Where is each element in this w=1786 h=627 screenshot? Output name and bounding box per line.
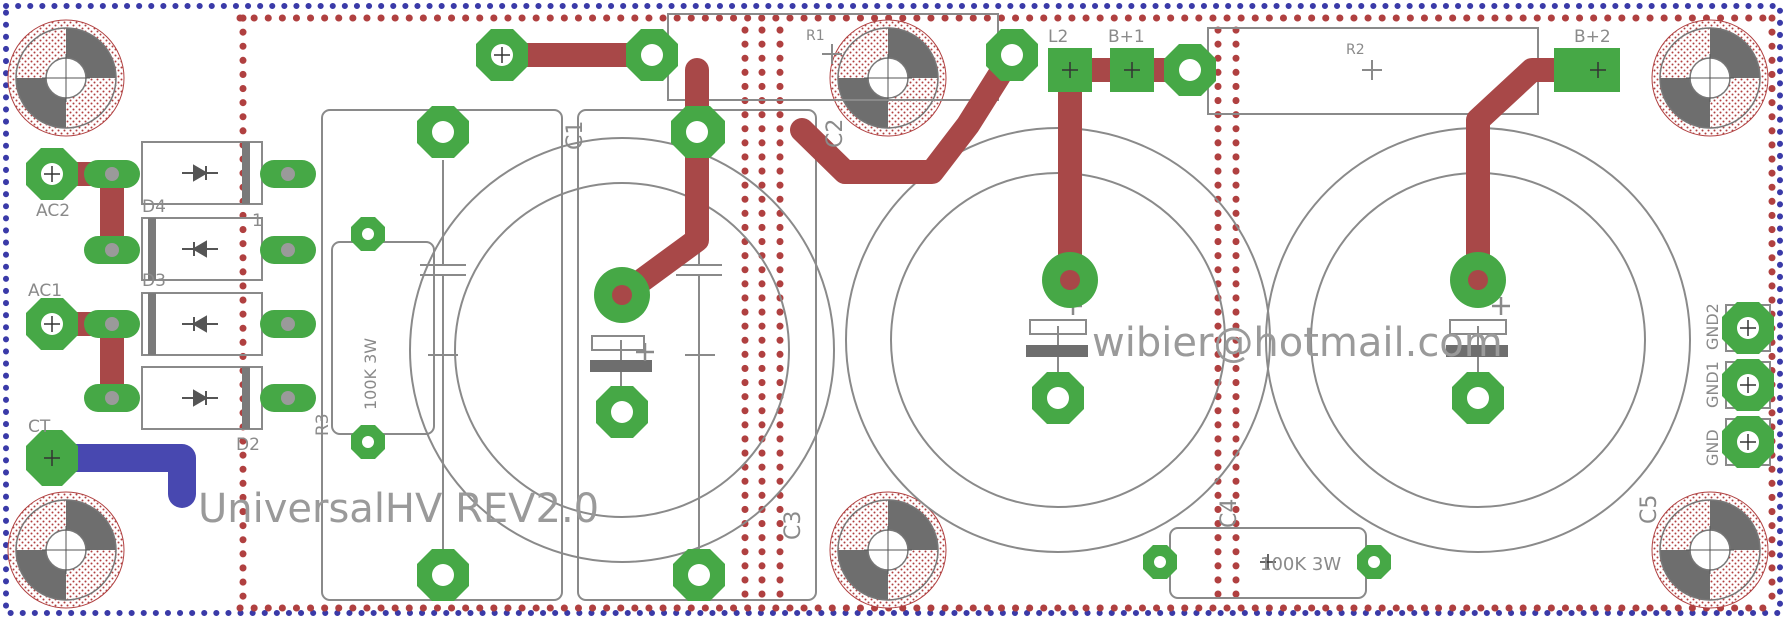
board-outline xyxy=(3,3,1783,616)
label-d1: 1 xyxy=(252,211,263,231)
author-email: wibier@hotmail.com xyxy=(1092,320,1503,366)
mounting-hole-top-right xyxy=(1651,19,1769,137)
label-c1: C1 xyxy=(563,121,588,150)
label-gnd: GND xyxy=(1703,429,1722,466)
mounting-hole-bottom-mid xyxy=(829,491,947,609)
board-title: UniversalHV REV2.0 xyxy=(198,486,599,532)
label-r3: R3 xyxy=(313,413,333,436)
label-d4: D4 xyxy=(142,197,166,217)
label-d2: D2 xyxy=(236,435,260,455)
r3-value-label: 100K 3W xyxy=(361,338,380,410)
keepout-dots xyxy=(236,14,1776,612)
label-r1: R1 xyxy=(806,28,825,44)
mounting-hole-top-left xyxy=(7,19,125,137)
label-c3: C3 xyxy=(781,511,806,540)
label-ac1: AC1 xyxy=(28,281,62,301)
label-c2: C2 xyxy=(823,119,848,148)
label-gnd1: GND1 xyxy=(1703,361,1722,408)
mounting-hole-bottom-right xyxy=(1651,491,1769,609)
pads xyxy=(26,29,1774,601)
bottom-copper-trace xyxy=(36,444,196,508)
label-ac2: AC2 xyxy=(36,201,70,221)
diode-symbols xyxy=(182,164,218,407)
diode-cathode-bands xyxy=(148,142,250,429)
r4-value-label: 100K 3W xyxy=(1260,554,1341,575)
pad-crosshairs xyxy=(44,47,1756,570)
label-bplus2: B+2 xyxy=(1574,27,1611,47)
label-d3: D3 xyxy=(142,271,166,291)
label-c4: C4 xyxy=(1217,499,1242,528)
label-l2: L2 xyxy=(1048,27,1068,47)
label-r2: R2 xyxy=(1346,42,1365,58)
cap-negative-bars xyxy=(590,345,1508,372)
mounting-hole-bottom-left xyxy=(7,491,125,609)
label-ct: CT xyxy=(28,417,51,437)
mounting-hole-top-mid xyxy=(829,19,947,137)
label-gnd2: GND2 xyxy=(1703,303,1722,350)
label-bplus1: B+1 xyxy=(1108,27,1145,47)
label-c5: C5 xyxy=(1637,495,1662,524)
